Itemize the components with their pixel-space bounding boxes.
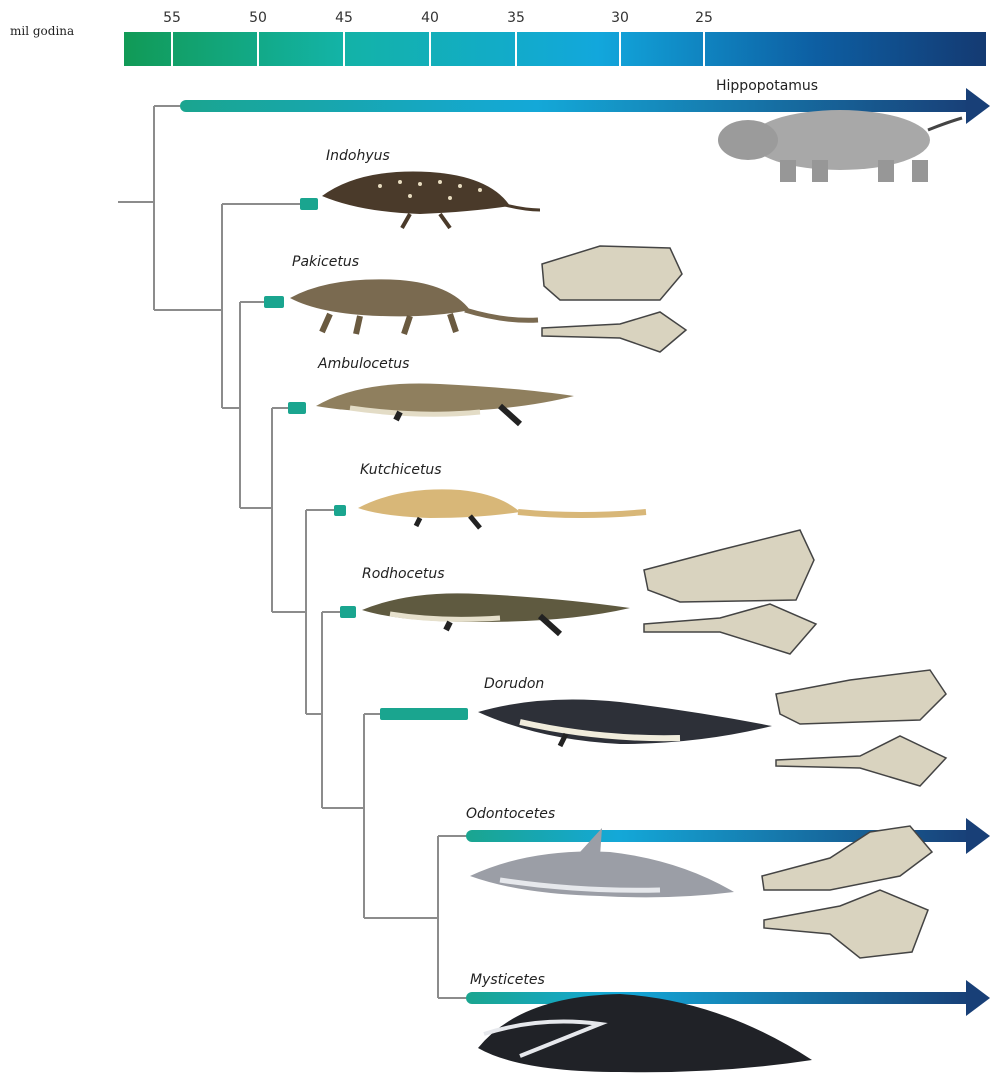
skull-pakicetus-lateral <box>542 246 682 300</box>
skull-dorudon-dorsal <box>776 736 946 786</box>
range-bars <box>264 198 468 720</box>
range-indohyus <box>300 198 318 210</box>
rodhocetus-illustration <box>362 593 630 634</box>
arrow-mysticetes <box>466 992 972 1004</box>
arrowhead-hippo <box>966 88 990 124</box>
taxon-label-ambulocetus: Ambulocetus <box>318 356 409 372</box>
indohyus-illustration <box>322 172 540 229</box>
range-ambulocetus <box>288 402 306 414</box>
taxon-label-rodhocetus: Rodhocetus <box>362 566 445 582</box>
skull-odontocetes-dorsal <box>764 890 928 958</box>
taxon-label-dorudon: Dorudon <box>484 676 544 692</box>
kutchicetus-illustration <box>358 489 646 528</box>
range-dorudon <box>380 708 468 720</box>
range-kutchicetus <box>334 505 346 516</box>
taxon-label-indohyus: Indohyus <box>326 148 390 164</box>
pakicetus-illustration <box>290 279 538 334</box>
skull-rodhocetus-dorsal <box>644 604 816 654</box>
taxon-label-pakicetus: Pakicetus <box>292 254 359 270</box>
tree-branches <box>118 106 466 998</box>
arrow-hippo <box>180 100 972 112</box>
skull-pakicetus-dorsal <box>542 312 686 352</box>
taxon-label-kutchicetus: Kutchicetus <box>360 462 442 478</box>
range-pakicetus <box>264 296 284 308</box>
taxon-label-odontocetes: Odontocetes <box>466 806 555 822</box>
time-scale-bar <box>124 32 986 66</box>
arrowhead-odontocetes <box>966 818 990 854</box>
skull-rodhocetus-lateral <box>644 530 814 602</box>
taxon-label-hippopotamus: Hippopotamus <box>716 78 818 94</box>
taxon-label-mysticetes: Mysticetes <box>470 972 545 988</box>
mysticetes-illustration <box>478 994 812 1072</box>
range-rodhocetus <box>340 606 356 618</box>
ambulocetus-illustration <box>316 383 574 424</box>
hippo-illustration <box>718 110 962 182</box>
skull-illustrations <box>542 246 946 958</box>
arrowhead-mysticetes <box>966 980 990 1016</box>
dorudon-illustration <box>478 700 772 746</box>
skull-dorudon-lateral <box>776 670 946 724</box>
